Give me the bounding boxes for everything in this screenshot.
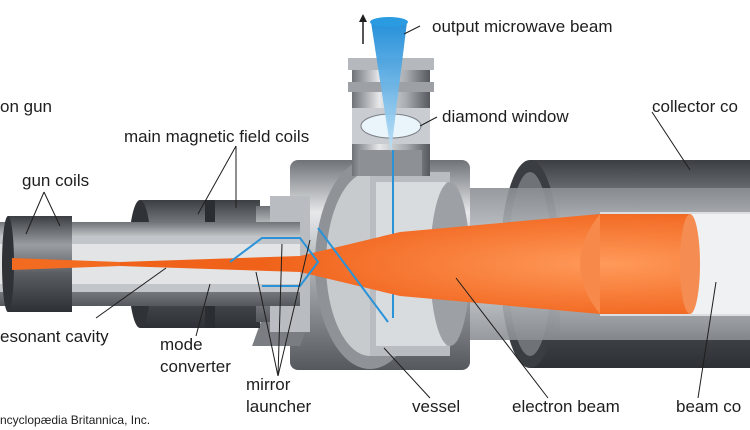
- label-resonant-cavity: esonant cavity: [0, 327, 109, 346]
- credit-line: ncyclopædia Britannica, Inc.: [0, 413, 150, 427]
- label-mode-converter-line1: mode: [160, 335, 203, 354]
- label-mirror-launcher-line1: mirror: [246, 375, 291, 394]
- label-collector-coil: collector co: [652, 97, 738, 116]
- label-electron-gun: on gun: [0, 97, 52, 116]
- label-mode-converter-line2: converter: [160, 357, 231, 376]
- label-main-magnetic-field-coils: main magnetic field coils: [124, 127, 309, 146]
- electron-beam: [120, 214, 690, 314]
- mirror-launcher-path: [229, 237, 320, 287]
- output-direction-arrow: [359, 14, 367, 44]
- output-window-tower: [348, 17, 434, 318]
- label-gun-coils: gun coils: [22, 171, 89, 190]
- label-diamond-window: diamond window: [442, 107, 569, 126]
- electron-beam-group: [12, 214, 700, 323]
- beam-gun-segment: [12, 258, 120, 270]
- output-microwave-beam: [371, 22, 407, 152]
- leader-lines: [25, 25, 717, 399]
- label-beam-collector: beam co: [676, 397, 741, 416]
- label-mirror-launcher-line2: launcher: [246, 397, 312, 416]
- label-vessel: vessel: [412, 397, 460, 416]
- label-output-microwave-beam: output microwave beam: [432, 17, 612, 36]
- label-electron-beam: electron beam: [512, 397, 620, 416]
